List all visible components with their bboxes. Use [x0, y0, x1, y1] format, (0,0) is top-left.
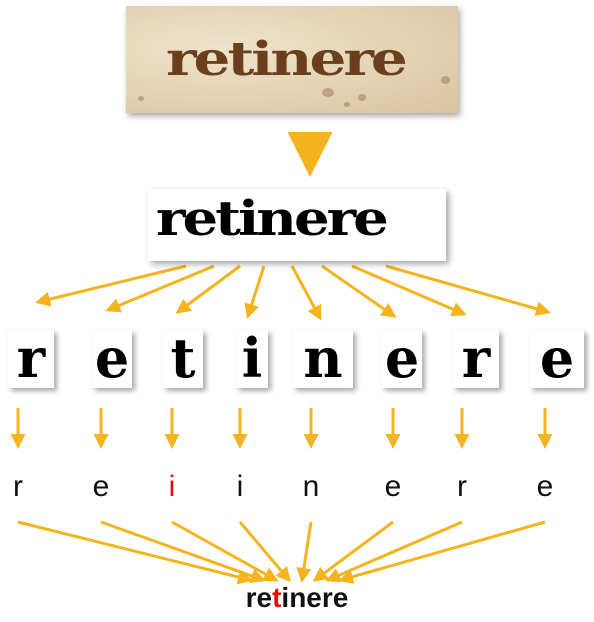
- arrows-letters-to-word: [18, 522, 545, 580]
- letter-6: e: [378, 470, 408, 504]
- manuscript-word: retinere: [166, 32, 405, 86]
- letter-7: r: [447, 470, 477, 504]
- binarized-word-image: retinere: [148, 189, 446, 261]
- manuscript-image: retinere: [126, 6, 458, 113]
- letter-8: e: [530, 470, 560, 504]
- glyph-6: e: [382, 330, 422, 388]
- glyph-char: e: [92, 330, 132, 388]
- binarized-word: retinere: [156, 191, 386, 247]
- fanout-arrow-1: [38, 266, 186, 302]
- glyph-char: n: [293, 330, 353, 388]
- final-word-prefix: re: [246, 582, 272, 613]
- merge-arrow-1: [18, 522, 250, 580]
- arrows-word-to-glyphs: [38, 266, 548, 318]
- final-word: retinere: [0, 582, 594, 614]
- glyph-5: n: [293, 330, 353, 388]
- glyph-char: i: [236, 330, 268, 388]
- glyph-char: r: [453, 330, 499, 388]
- letter-3: i: [157, 470, 187, 504]
- letter-1: r: [3, 470, 33, 504]
- merge-arrow-2: [101, 522, 263, 580]
- arrows-glyphs-to-letters: [18, 408, 545, 446]
- glyph-char: r: [8, 330, 54, 388]
- final-word-suffix: inere: [281, 582, 348, 613]
- glyph-3: t: [163, 330, 203, 388]
- letter-2: e: [86, 470, 116, 504]
- merge-arrow-3: [172, 522, 276, 580]
- glyph-char: e: [382, 330, 422, 388]
- glyph-2: e: [92, 330, 132, 388]
- glyph-8: e: [530, 330, 584, 388]
- merge-arrow-6: [315, 522, 393, 580]
- glyph-7: r: [453, 330, 499, 388]
- glyph-4: i: [236, 330, 268, 388]
- fanout-arrow-4: [248, 266, 264, 316]
- fanout-arrow-3: [178, 266, 240, 312]
- fanout-arrow-5: [292, 266, 320, 318]
- glyph-1: r: [8, 330, 54, 388]
- merge-arrow-4: [240, 522, 289, 580]
- fanout-arrow-6: [322, 266, 394, 316]
- letter-4: i: [225, 470, 255, 504]
- fanout-arrow-8: [386, 266, 548, 312]
- glyph-char: t: [163, 330, 203, 388]
- letter-5: n: [296, 470, 326, 504]
- merge-arrow-5: [302, 522, 311, 580]
- glyph-char: e: [530, 330, 584, 388]
